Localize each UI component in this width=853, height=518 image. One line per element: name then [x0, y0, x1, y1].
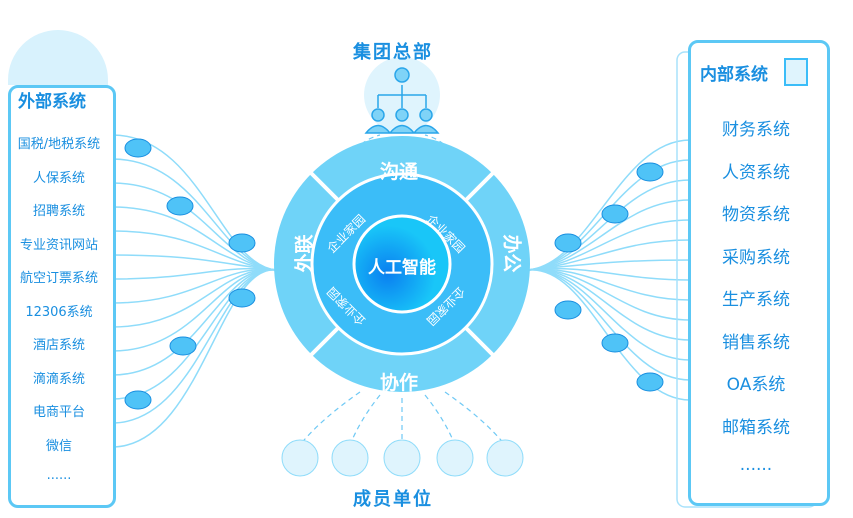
fan-line — [111, 269, 277, 352]
fan-line — [527, 269, 691, 381]
member-unit-icon — [281, 439, 319, 477]
internal-systems-title: 内部系统 — [700, 65, 768, 85]
member-unit-icon — [331, 439, 369, 477]
fan-line — [111, 267, 277, 280]
fan-line — [111, 268, 277, 304]
internal-systems-panel — [688, 40, 830, 506]
external-systems-panel — [8, 85, 116, 508]
external-system-item[interactable]: 电商平台 — [32, 405, 85, 420]
external-system-item[interactable]: 滴滴系统 — [32, 371, 85, 387]
fan-line — [527, 269, 691, 341]
connection-lines — [111, 134, 691, 448]
mask-icon — [636, 372, 664, 392]
external-system-item[interactable]: 12306系统 — [25, 304, 93, 320]
fan-line — [111, 268, 277, 328]
mask-icon — [228, 288, 256, 308]
member-unit-icon — [486, 439, 524, 477]
hq-org-icon — [364, 67, 440, 134]
external-system-item[interactable]: 人保系统 — [32, 170, 85, 186]
segment-external[interactable]: 外联 — [293, 234, 316, 273]
fan-line — [111, 158, 277, 271]
internal-system-item[interactable]: 物资系统 — [722, 205, 790, 225]
mask-icon — [554, 300, 582, 320]
fan-line — [111, 230, 277, 271]
hq-label: 集团总部 — [353, 42, 433, 63]
mask-icon — [554, 233, 582, 253]
fan-line — [527, 219, 691, 271]
fan-line — [527, 139, 691, 271]
internal-system-item[interactable]: ...... — [739, 455, 773, 475]
member-unit-icon — [383, 439, 421, 477]
mask-icon — [124, 138, 152, 158]
external-system-item[interactable]: 微信 — [45, 438, 72, 454]
fan-line — [527, 199, 691, 271]
fan-line — [111, 182, 277, 271]
external-system-item[interactable]: 航空订票系统 — [19, 271, 98, 286]
internal-system-item[interactable]: 采购系统 — [722, 247, 790, 268]
fan-line — [111, 206, 277, 271]
internal-system-item[interactable]: 生产系统 — [722, 290, 790, 310]
segment-office[interactable]: 办公 — [500, 234, 523, 273]
core-ai-label[interactable]: 人工智能 — [368, 258, 436, 278]
mask-icon — [228, 233, 256, 253]
fan-line — [527, 239, 691, 271]
mask-icon — [124, 390, 152, 410]
mask-icon — [636, 162, 664, 182]
fan-line — [527, 268, 691, 321]
fan-line — [111, 269, 277, 424]
segment-collaboration[interactable]: 协作 — [380, 372, 419, 394]
external-system-item[interactable]: 酒店系统 — [32, 338, 85, 353]
internal-system-item[interactable]: 人资系统 — [722, 162, 790, 183]
mask-icon — [601, 333, 629, 353]
external-system-item[interactable]: 专业资讯网站 — [19, 237, 98, 253]
fan-line — [111, 269, 277, 376]
mask-icon — [601, 204, 629, 224]
internal-system-item[interactable]: 销售系统 — [722, 332, 790, 353]
fan-line — [111, 269, 277, 448]
internal-system-item[interactable]: 财务系统 — [722, 120, 790, 140]
fan-line — [527, 179, 691, 271]
fan-line — [111, 254, 277, 271]
mask-icons — [124, 138, 664, 410]
external-system-item[interactable]: 国税/地税系统 — [17, 137, 101, 152]
external-system-item[interactable]: ...... — [46, 468, 72, 483]
fan-line — [527, 269, 691, 401]
internal-system-item[interactable]: 邮箱系统 — [722, 417, 790, 438]
member-unit-icons — [281, 439, 524, 477]
fan-line — [527, 269, 691, 361]
mask-icon — [166, 196, 194, 216]
center-wheel — [274, 136, 530, 392]
internal-system-item[interactable]: OA系统 — [726, 375, 786, 395]
document-icon — [784, 58, 808, 86]
external-systems-title: 外部系统 — [18, 92, 86, 112]
member-unit-icon — [436, 439, 474, 477]
external-system-item[interactable]: 招聘系统 — [32, 204, 85, 219]
member-units-label: 成员单位 — [353, 489, 433, 510]
mask-icon — [169, 336, 197, 356]
segment-communication[interactable]: 沟通 — [380, 161, 419, 183]
